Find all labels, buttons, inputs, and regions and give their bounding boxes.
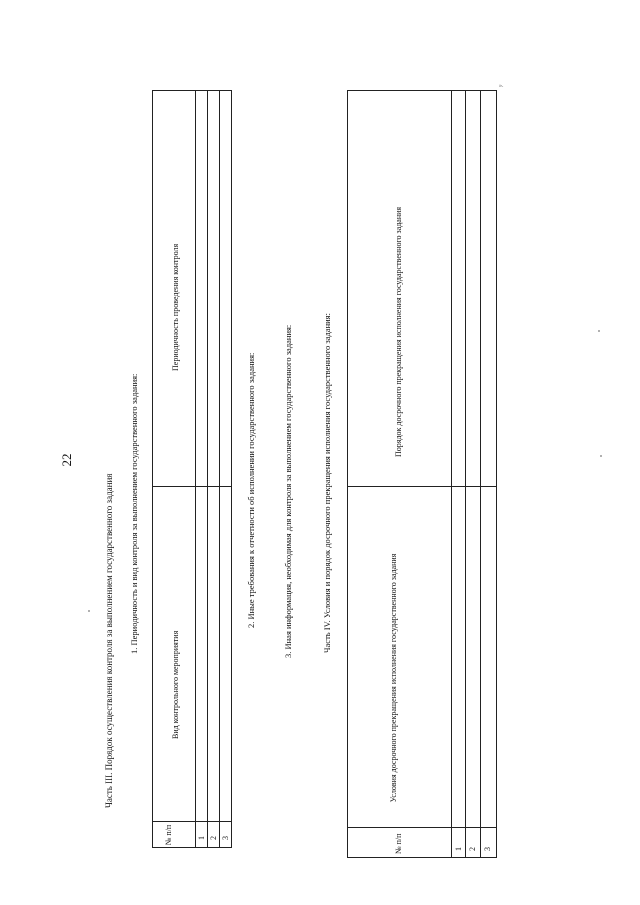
control-table-header-frequency: Периодичность проведения контроля [171,243,180,371]
part3-subheading-1: 1. Периодичность и вид контроля за выпол… [129,373,139,654]
part4-heading: Часть IV. Условия и порядок досрочного п… [322,313,332,653]
table-row: 1 [197,836,206,840]
termination-table: № п/п Условия досрочного прекращения исп… [347,90,497,858]
table-row: 3 [221,836,230,840]
part3-subheading-3: 3. Иная информация, необходимая для конт… [283,324,293,658]
part3-heading: Часть III. Порядок осуществления контрол… [104,473,114,808]
page-number: 22 [59,453,74,467]
control-table: № п/п Вид контрольного мероприятия Перио… [152,90,232,848]
control-table-header-num: № п/п [164,824,173,846]
table-row: 2 [209,836,218,840]
termination-table-header-num: № п/п [394,833,403,854]
scan-speck [600,455,602,457]
corner-mark: ». [499,83,504,89]
table-row: 1 [454,847,463,851]
part3-subheading-2: 2. Иные требования к отчетности об испол… [246,352,256,628]
scan-speck [88,610,90,612]
control-table-header-type: Вид контрольного мероприятия [171,630,180,739]
scan-speck [598,330,600,332]
table-row: 2 [468,847,477,851]
table-row: 3 [483,847,492,851]
termination-table-header-procedure: Порядок досрочного прекращения исполнени… [394,206,403,457]
termination-table-header-conditions: Условия досрочного прекращения исполнени… [389,553,398,803]
